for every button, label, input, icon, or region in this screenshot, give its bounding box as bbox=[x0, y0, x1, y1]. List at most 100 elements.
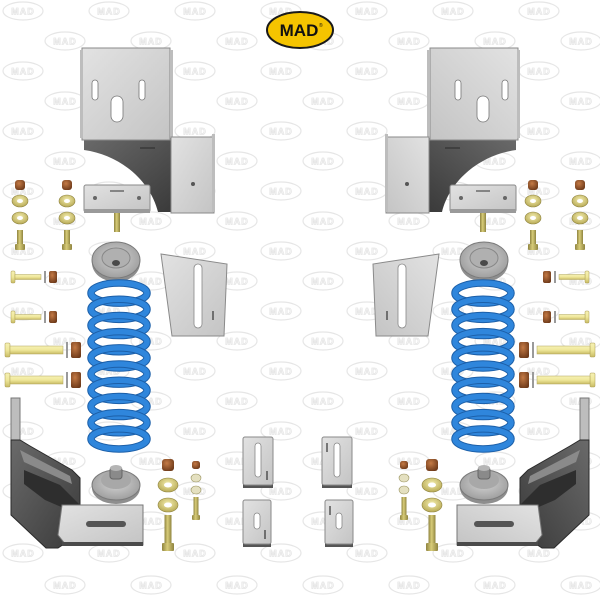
svg-text:MAD: MAD bbox=[183, 427, 207, 437]
watermark-mad: MAD bbox=[2, 1, 44, 21]
svg-text:MAD: MAD bbox=[311, 97, 335, 107]
watermark-mad: MAD bbox=[260, 421, 302, 441]
watermark-mad: MAD bbox=[388, 511, 430, 531]
fastener-stack-top-right-b bbox=[571, 180, 589, 250]
svg-text:MAD: MAD bbox=[569, 97, 593, 107]
watermark-mad: MAD bbox=[518, 1, 560, 21]
fastener-stack-top-left-b bbox=[58, 180, 76, 250]
svg-text:MAD: MAD bbox=[483, 157, 507, 167]
watermark-mad: MAD bbox=[518, 301, 560, 321]
svg-text:MAD: MAD bbox=[183, 247, 207, 257]
svg-text:MAD: MAD bbox=[311, 581, 335, 591]
svg-text:MAD: MAD bbox=[225, 157, 249, 167]
watermark-mad: MAD bbox=[302, 271, 344, 291]
svg-text:MAD: MAD bbox=[53, 337, 77, 347]
watermark-mad: MAD bbox=[44, 31, 86, 51]
svg-text:MAD: MAD bbox=[527, 549, 551, 559]
watermark-mad: MAD bbox=[518, 121, 560, 141]
coil-spring-right bbox=[451, 279, 515, 453]
watermark-mad: MAD bbox=[174, 1, 216, 21]
svg-text:MAD: MAD bbox=[225, 397, 249, 407]
watermark-mad: MAD bbox=[346, 361, 388, 381]
svg-text:MAD: MAD bbox=[569, 277, 593, 287]
svg-text:MAD: MAD bbox=[355, 187, 379, 197]
svg-text:MAD: MAD bbox=[311, 397, 335, 407]
svg-text:MAD: MAD bbox=[269, 487, 293, 497]
svg-text:MAD: MAD bbox=[225, 37, 249, 47]
watermark-mad: MAD bbox=[260, 543, 302, 563]
watermark-mad: MAD bbox=[216, 31, 258, 51]
svg-text:MAD: MAD bbox=[139, 517, 163, 527]
spring-seat-plates bbox=[83, 184, 517, 232]
svg-text:MAD: MAD bbox=[355, 549, 379, 559]
bolt-short-left-1 bbox=[10, 270, 57, 284]
spring-cup-top-left bbox=[91, 241, 141, 282]
svg-text:MAD: MAD bbox=[483, 581, 507, 591]
svg-text:MAD: MAD bbox=[397, 97, 421, 107]
svg-text:MAD: MAD bbox=[397, 217, 421, 227]
svg-text:MAD: MAD bbox=[569, 37, 593, 47]
watermark-mad: MAD bbox=[560, 31, 600, 51]
watermark-mad: MAD bbox=[174, 543, 216, 563]
watermark-mad: MAD bbox=[388, 575, 430, 595]
watermark-mad: MAD bbox=[560, 91, 600, 111]
watermark-mad: MAD bbox=[474, 451, 516, 471]
svg-text:MAD: MAD bbox=[441, 247, 465, 257]
svg-text:MAD: MAD bbox=[355, 7, 379, 17]
svg-text:MAD: MAD bbox=[225, 581, 249, 591]
bolt-short-right-1 bbox=[543, 270, 590, 284]
watermark-mad: MAD bbox=[346, 543, 388, 563]
svg-text:MAD: MAD bbox=[355, 127, 379, 137]
svg-text:MAD: MAD bbox=[355, 307, 379, 317]
svg-text:MAD: MAD bbox=[269, 67, 293, 77]
svg-text:MAD: MAD bbox=[311, 517, 335, 527]
watermark-mad: MAD bbox=[44, 391, 86, 411]
watermark-mad: MAD bbox=[174, 361, 216, 381]
watermark-mad: MAD bbox=[216, 331, 258, 351]
spacer-plate-right bbox=[372, 253, 440, 337]
svg-text:MAD: MAD bbox=[269, 127, 293, 137]
svg-text:MAD: MAD bbox=[139, 277, 163, 287]
watermark-mad: MAD bbox=[346, 481, 388, 501]
svg-text:MAD: MAD bbox=[97, 307, 121, 317]
watermark-mad: MAD bbox=[2, 121, 44, 141]
svg-text:MAD: MAD bbox=[183, 367, 207, 377]
svg-text:MAD: MAD bbox=[225, 277, 249, 287]
svg-text:MAD: MAD bbox=[269, 549, 293, 559]
watermark-mad: MAD bbox=[44, 575, 86, 595]
watermark-mad: MAD bbox=[260, 481, 302, 501]
mad-logo: MAD ® bbox=[266, 11, 334, 49]
watermark-mad: MAD bbox=[474, 575, 516, 595]
spring-cups bbox=[91, 241, 509, 504]
watermark-mad: MAD bbox=[44, 331, 86, 351]
fastener-stack-top-left-a bbox=[11, 180, 29, 250]
shim-long-right bbox=[321, 436, 353, 488]
fastener-stack-bottom-left-small bbox=[190, 461, 202, 520]
spring-cup-top-right bbox=[459, 241, 509, 282]
upper-bracket-right bbox=[385, 47, 520, 214]
svg-text:MAD: MAD bbox=[397, 517, 421, 527]
watermark-mad: MAD bbox=[2, 61, 44, 81]
svg-text:MAD: MAD bbox=[97, 7, 121, 17]
shim-short-right bbox=[324, 499, 354, 547]
svg-text:MAD: MAD bbox=[225, 217, 249, 227]
spacer-plate-left bbox=[160, 253, 228, 337]
svg-text:MAD: MAD bbox=[311, 217, 335, 227]
watermark-mad: MAD bbox=[518, 61, 560, 81]
shim-short-left bbox=[242, 499, 272, 547]
watermark-mad: MAD bbox=[346, 61, 388, 81]
bolt-short-right-2 bbox=[543, 310, 590, 324]
svg-text:MAD: MAD bbox=[311, 277, 335, 287]
svg-text:MAD: MAD bbox=[225, 457, 249, 467]
svg-text:MAD: MAD bbox=[183, 67, 207, 77]
watermark-mad: MAD bbox=[130, 31, 172, 51]
svg-text:MAD: MAD bbox=[569, 581, 593, 591]
fastener-stack-bottom-left-large bbox=[157, 459, 179, 551]
svg-text:MAD: MAD bbox=[11, 187, 35, 197]
svg-text:MAD: MAD bbox=[269, 247, 293, 257]
watermark-mad: MAD bbox=[302, 211, 344, 231]
watermark-mad: MAD bbox=[44, 151, 86, 171]
watermark-mad: MAD bbox=[302, 575, 344, 595]
logo-oval bbox=[266, 11, 334, 49]
